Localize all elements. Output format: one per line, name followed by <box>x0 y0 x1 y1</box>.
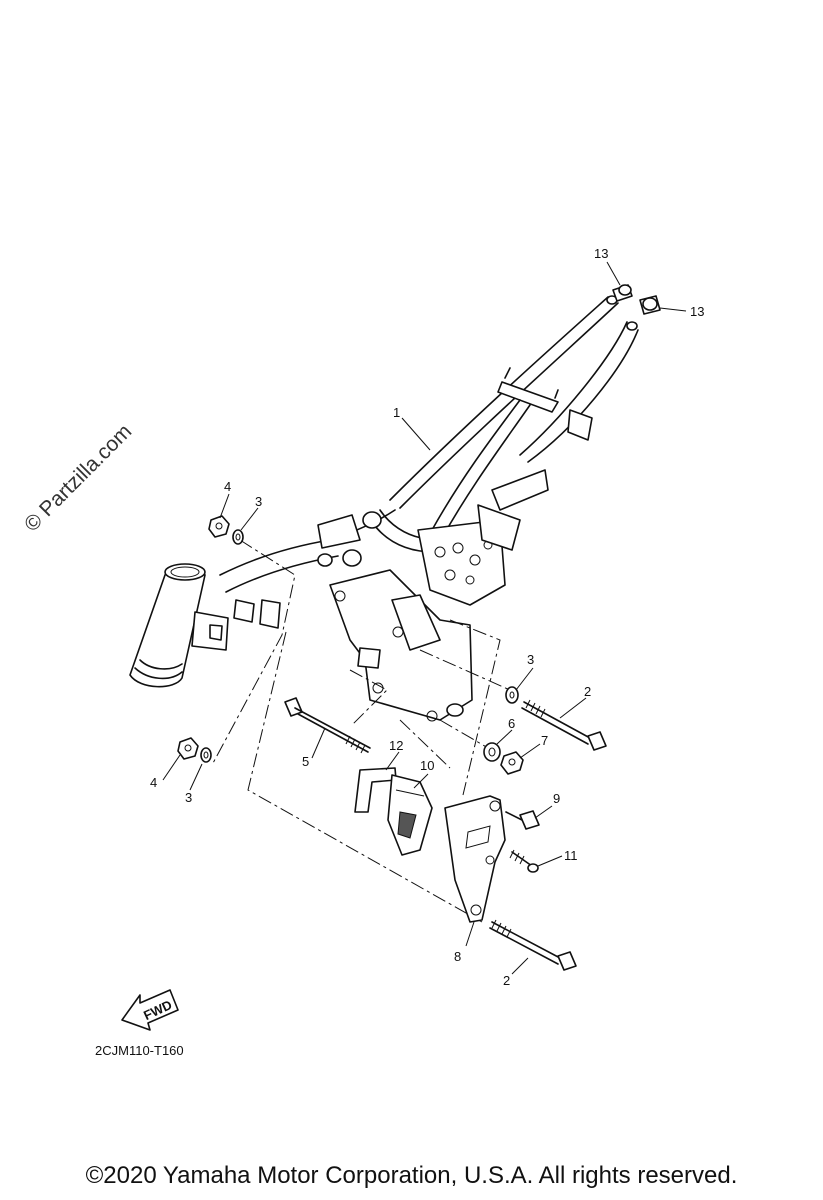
callout-11: 11 <box>564 848 578 863</box>
cover-10 <box>387 774 433 856</box>
cap-13-right <box>639 295 661 315</box>
callout-10: 10 <box>420 758 434 773</box>
callout-12: 12 <box>389 738 403 753</box>
bolt-2-lower <box>489 919 577 971</box>
callout-2-upper: 2 <box>584 684 591 699</box>
fwd-arrow-icon: FWD <box>121 989 179 1031</box>
main-frame <box>129 295 639 722</box>
callout-13-top: 13 <box>594 246 608 261</box>
screw-11 <box>509 849 539 873</box>
washer-3-upper <box>232 529 244 545</box>
callout-4-lower: 4 <box>150 775 157 790</box>
callout-4-upper: 4 <box>224 479 231 494</box>
callout-6: 6 <box>508 716 515 731</box>
callout-1: 1 <box>393 405 400 420</box>
cap-13-upper <box>612 284 633 302</box>
callout-9: 9 <box>553 791 560 806</box>
callout-5: 5 <box>302 754 309 769</box>
callout-13-right: 13 <box>690 304 704 319</box>
callout-2-lower: 2 <box>503 973 510 988</box>
callout-8: 8 <box>454 949 461 964</box>
clip-12 <box>354 767 397 813</box>
washer-6 <box>483 742 501 762</box>
nut-4-upper <box>208 515 230 538</box>
washer-3-right <box>505 686 519 704</box>
callout-3-right: 3 <box>527 652 534 667</box>
bolt-5 <box>284 697 371 754</box>
nut-7 <box>500 751 524 775</box>
bolt-2-upper <box>521 699 607 751</box>
callout-numbers: 13 13 1 4 3 3 2 6 7 12 10 5 4 3 9 11 8 2 <box>150 246 704 988</box>
callout-3-upper: 3 <box>255 494 262 509</box>
bolt-9 <box>505 810 540 830</box>
callout-3-lower: 3 <box>185 790 192 805</box>
bracket-8 <box>444 795 506 923</box>
nut-4-lower <box>177 737 199 760</box>
diagram-code: 2CJM110-T160 <box>95 1043 184 1058</box>
copyright-notice: ©2020 Yamaha Motor Corporation, U.S.A. A… <box>85 1162 738 1189</box>
callout-leaders <box>162 261 687 975</box>
washer-3-lower <box>200 747 212 763</box>
callout-7: 7 <box>541 733 548 748</box>
